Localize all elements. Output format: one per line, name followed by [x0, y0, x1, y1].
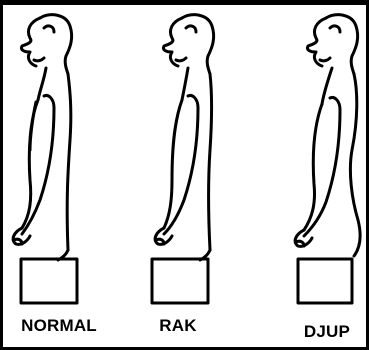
- posture-label-djup: DJUP: [296, 322, 358, 342]
- posture-label-normal: NORMAL: [4, 316, 114, 336]
- posture-label-rak: RAK: [148, 316, 208, 336]
